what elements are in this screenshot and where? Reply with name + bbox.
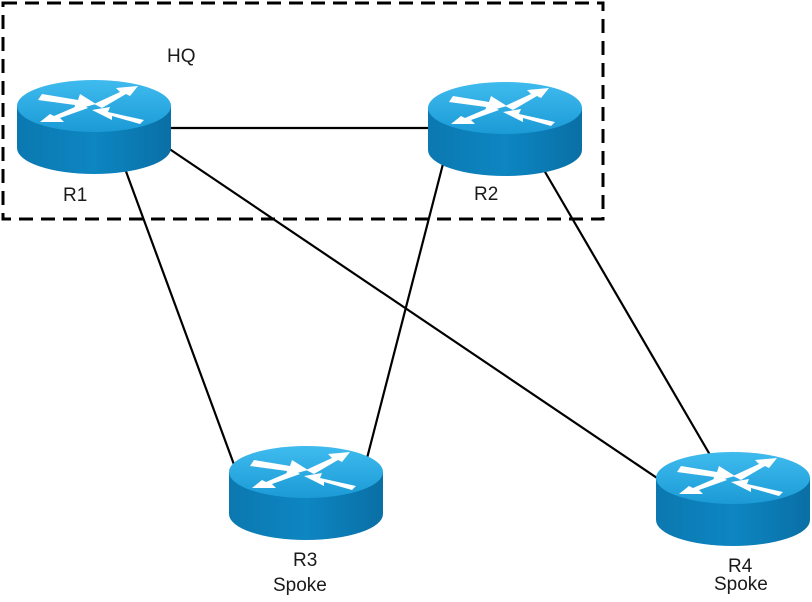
router-r3-role: Spoke — [273, 575, 327, 596]
hq-group-label: HQ — [167, 46, 196, 67]
link-r1-r3 — [122, 165, 238, 471]
router-r2[interactable] — [428, 82, 582, 176]
router-r4-label: R4 — [728, 556, 753, 577]
router-r2-label: R2 — [474, 184, 498, 205]
hq-group-boundary — [1, 1, 605, 221]
router-r1[interactable] — [17, 80, 171, 174]
router-icon — [428, 82, 582, 176]
link-r1-r4 — [167, 147, 661, 481]
router-icon — [17, 80, 171, 174]
link-r2-r4 — [540, 164, 714, 461]
router-r4[interactable] — [656, 452, 810, 546]
router-r1-label: R1 — [63, 185, 87, 206]
router-r3[interactable] — [229, 446, 383, 540]
router-icon — [229, 446, 383, 540]
link-r2-r3 — [363, 159, 446, 467]
router-icon — [656, 452, 810, 546]
router-r4-role: Spoke — [714, 574, 768, 595]
links — [122, 126, 714, 481]
router-r3-label: R3 — [293, 550, 317, 571]
